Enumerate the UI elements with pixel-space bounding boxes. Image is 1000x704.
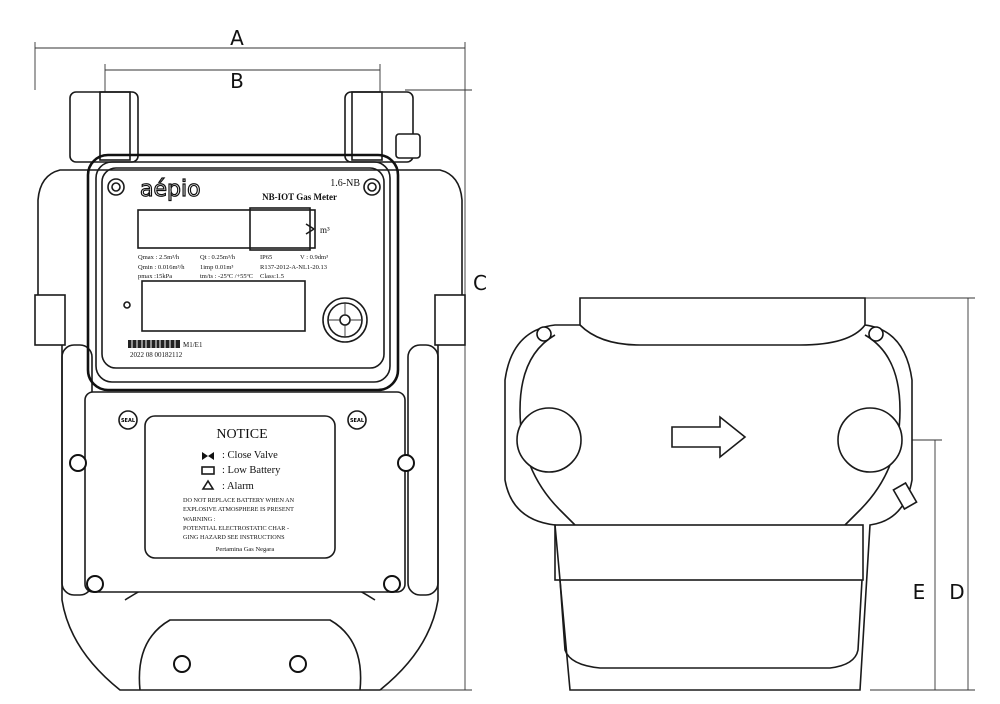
notice-title: NOTICE — [216, 427, 267, 442]
spec-standard: R137-2012-A-NL1-20.13 — [260, 264, 327, 271]
dimension-c-label: C — [473, 271, 487, 295]
dimension-b-label: B — [230, 69, 244, 93]
product-text: NB-IOT Gas Meter — [262, 192, 337, 202]
spec-qmin: Qmin : 0.016m³/h — [138, 264, 185, 271]
legend-close-valve: : Close Valve — [222, 450, 278, 461]
warning-line: DO NOT REPLACE BATTERY WHEN AN — [183, 497, 295, 504]
warning-line: POTENTIAL ELECTROSTATIC CHAR - — [183, 525, 289, 532]
lcd-display — [141, 280, 306, 332]
owner-text: Pertamina Gas Negara — [216, 546, 275, 553]
dimension-c: C — [380, 89, 487, 691]
alarm-icon — [201, 479, 215, 490]
dimension-d: D — [860, 297, 975, 691]
warning-text: DO NOT REPLACE BATTERY WHEN AN EXPLOSIVE… — [183, 497, 295, 541]
seal-right: SEAL — [347, 410, 367, 430]
dimension-a-label: A — [230, 26, 244, 50]
seal-label-left: SEAL — [121, 418, 136, 424]
notice-panel — [144, 415, 336, 559]
unit-label: m³ — [320, 225, 330, 235]
dimension-b: B — [104, 64, 381, 93]
model-text: 1.6-NB — [330, 178, 360, 189]
barcode-label: M1/E1 — [183, 341, 203, 349]
front-view: aépio 1.6-NB NB-IOT Gas Meter m³ Qmax : … — [34, 91, 466, 691]
brand-logo: aépio — [140, 177, 201, 202]
serial-number: 2022 08 00182112 — [130, 351, 183, 359]
spec-imp: 1imp 0.01m³ — [200, 264, 233, 271]
close-valve-icon — [202, 452, 214, 460]
inlet-port — [516, 407, 582, 473]
spec-table: Qmax : 2.5m³/h Qt : 0.25m³/h IP65 V : 0.… — [138, 254, 328, 280]
spec-class: Class:1.5 — [260, 273, 284, 280]
warning-line: EXPLOSIVE ATMOSPHERE IS PRESENT — [183, 506, 294, 513]
dimension-d-label: D — [949, 580, 964, 604]
spec-qt: Qt : 0.25m³/h — [200, 254, 236, 261]
dimension-a: A — [34, 26, 466, 90]
spec-qmax: Qmax : 2.5m³/h — [138, 254, 180, 261]
legend-alarm: : Alarm — [222, 481, 254, 492]
dimension-e-label: E — [913, 580, 926, 604]
spec-pmax: pmax :15kPa — [138, 273, 172, 280]
warning-line: WARNING : — [183, 516, 216, 523]
side-view — [504, 297, 918, 691]
flow-direction-arrow-icon — [671, 415, 747, 459]
counter-display — [137, 209, 316, 249]
spec-temp: tm/ts : -25ºC /+55ºC — [200, 273, 253, 280]
spec-volume: V : 0.9dm³ — [300, 254, 328, 261]
legend-low-battery: : Low Battery — [222, 465, 281, 476]
warning-line: GING HAZARD SEE INSTRUCTIONS — [183, 534, 285, 541]
seal-label-right: SEAL — [350, 418, 365, 424]
seal-left: SEAL — [118, 410, 138, 430]
barcode — [128, 340, 180, 348]
button-icon — [322, 297, 368, 343]
screw-icons-side — [536, 326, 884, 342]
spec-ip: IP65 — [260, 254, 272, 261]
outlet-port — [837, 407, 903, 473]
low-battery-icon — [201, 466, 215, 475]
screw-icons — [69, 454, 415, 673]
